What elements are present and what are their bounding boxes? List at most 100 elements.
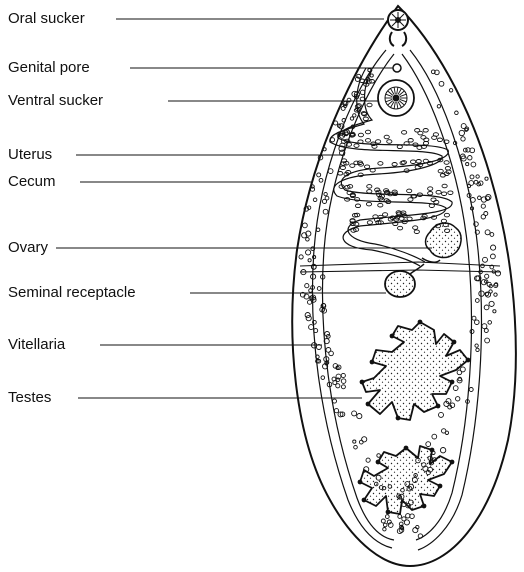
uterus-egg — [428, 192, 433, 196]
vitelline-follicle — [326, 348, 331, 353]
uterus-egg — [441, 219, 446, 223]
genital-pore — [393, 64, 401, 72]
vitelline-follicle — [483, 257, 488, 262]
uterus-egg — [423, 129, 428, 133]
uterus-egg — [367, 190, 372, 194]
vitelline-follicle — [471, 162, 476, 167]
vitelline-follicle — [325, 332, 330, 337]
testis-branch-tip — [422, 504, 427, 509]
vitelline-follicle — [481, 280, 486, 285]
vitelline-follicle — [494, 293, 497, 296]
vitelline-follicle — [491, 254, 496, 259]
uterus-egg — [383, 213, 388, 217]
testis-branch-tip — [396, 416, 401, 421]
uterus-egg — [445, 167, 450, 171]
label-oral-sucker: Oral sucker — [8, 10, 85, 28]
vitelline-follicle — [461, 137, 465, 141]
vitelline-follicle — [352, 411, 357, 416]
vitelline-follicle — [316, 228, 320, 232]
uterus-egg — [358, 133, 363, 137]
ovary — [426, 223, 462, 257]
uterus-egg — [414, 230, 419, 234]
vitelline-follicle — [481, 204, 485, 208]
vitelline-follicle — [381, 519, 385, 523]
vitelline-follicle — [456, 397, 460, 401]
uterus-egg — [363, 117, 368, 121]
testis-branch-tip — [386, 510, 391, 515]
vitelline-follicle — [306, 250, 311, 255]
vitelline-follicle — [485, 230, 490, 235]
uterus-egg — [338, 172, 343, 176]
vitelline-follicle — [439, 412, 444, 417]
anterior-testis — [362, 322, 468, 420]
vitelline-follicle — [475, 299, 479, 303]
testis-branch-tip — [362, 498, 367, 503]
uterus-egg — [378, 162, 383, 166]
uterus-egg — [376, 140, 381, 144]
vitelline-follicle — [449, 89, 452, 92]
uterus-egg — [397, 145, 402, 149]
uterus-egg — [444, 213, 449, 217]
label-vitellaria: Vitellaria — [8, 336, 65, 354]
vitelline-follicle — [324, 192, 327, 195]
vitelline-follicle — [491, 245, 496, 250]
vitelline-follicle — [485, 338, 490, 343]
vitelline-follicle — [484, 305, 489, 310]
testis-branch-tip — [450, 460, 455, 465]
vitelline-follicle — [476, 348, 479, 351]
uterus-egg — [407, 189, 412, 193]
vitelline-follicle — [461, 124, 466, 129]
label-ovary: Ovary — [8, 239, 48, 257]
testis-branch-tip — [438, 484, 443, 489]
vitelline-follicle — [489, 301, 494, 306]
vitelline-follicle — [303, 223, 308, 228]
vitelline-follicle — [453, 386, 458, 391]
vitelline-follicle — [334, 121, 338, 125]
vitelline-follicle — [354, 445, 358, 449]
testis-branch-tip — [358, 480, 363, 485]
vitelline-follicle — [459, 130, 464, 135]
vitelline-follicle — [309, 289, 313, 293]
oral-sucker — [388, 10, 408, 46]
vitelline-follicle — [305, 313, 310, 318]
uterus-egg — [431, 198, 436, 202]
vitelline-follicle — [493, 310, 496, 313]
vitelline-follicle — [341, 379, 346, 384]
vitelline-follicle — [366, 458, 370, 462]
vitelline-follicle — [470, 175, 474, 179]
vitelline-follicle — [341, 385, 345, 389]
uterus-egg — [413, 226, 418, 230]
uterus-egg — [442, 184, 447, 188]
vitelline-follicle — [481, 215, 485, 219]
vitelline-follicle — [398, 515, 402, 519]
uterus-egg — [407, 217, 412, 221]
uterus-egg — [398, 226, 403, 230]
uterus-egg — [340, 166, 345, 170]
uterus-egg — [423, 159, 428, 163]
uterus-egg — [367, 221, 372, 225]
uterus-egg — [444, 161, 449, 165]
vitelline-follicle — [325, 196, 329, 200]
vitelline-follicle — [488, 321, 492, 325]
uterus-egg — [434, 200, 439, 204]
uterus-egg — [415, 129, 420, 133]
vitelline-follicle — [457, 370, 462, 375]
vitelline-follicle — [353, 440, 356, 443]
label-seminal-receptacle: Seminal receptacle — [8, 284, 136, 302]
uterus-egg — [384, 135, 389, 139]
vitelline-follicle — [469, 388, 473, 392]
uterus-egg — [428, 187, 433, 191]
vitelline-follicle — [432, 434, 437, 439]
testis-branch-tip — [366, 402, 371, 407]
uterus-egg — [421, 136, 426, 140]
uterus-egg — [392, 163, 397, 167]
vitelline-follicle — [490, 233, 494, 237]
vitelline-follicle — [442, 429, 446, 433]
vitelline-follicle — [313, 198, 317, 202]
vitelline-follicle — [321, 376, 325, 380]
uterus-egg — [355, 204, 360, 208]
vitelline-follicle — [333, 381, 337, 385]
vitelline-follicle — [437, 105, 440, 108]
uterus-egg — [367, 185, 372, 189]
vitelline-follicle — [476, 175, 479, 178]
